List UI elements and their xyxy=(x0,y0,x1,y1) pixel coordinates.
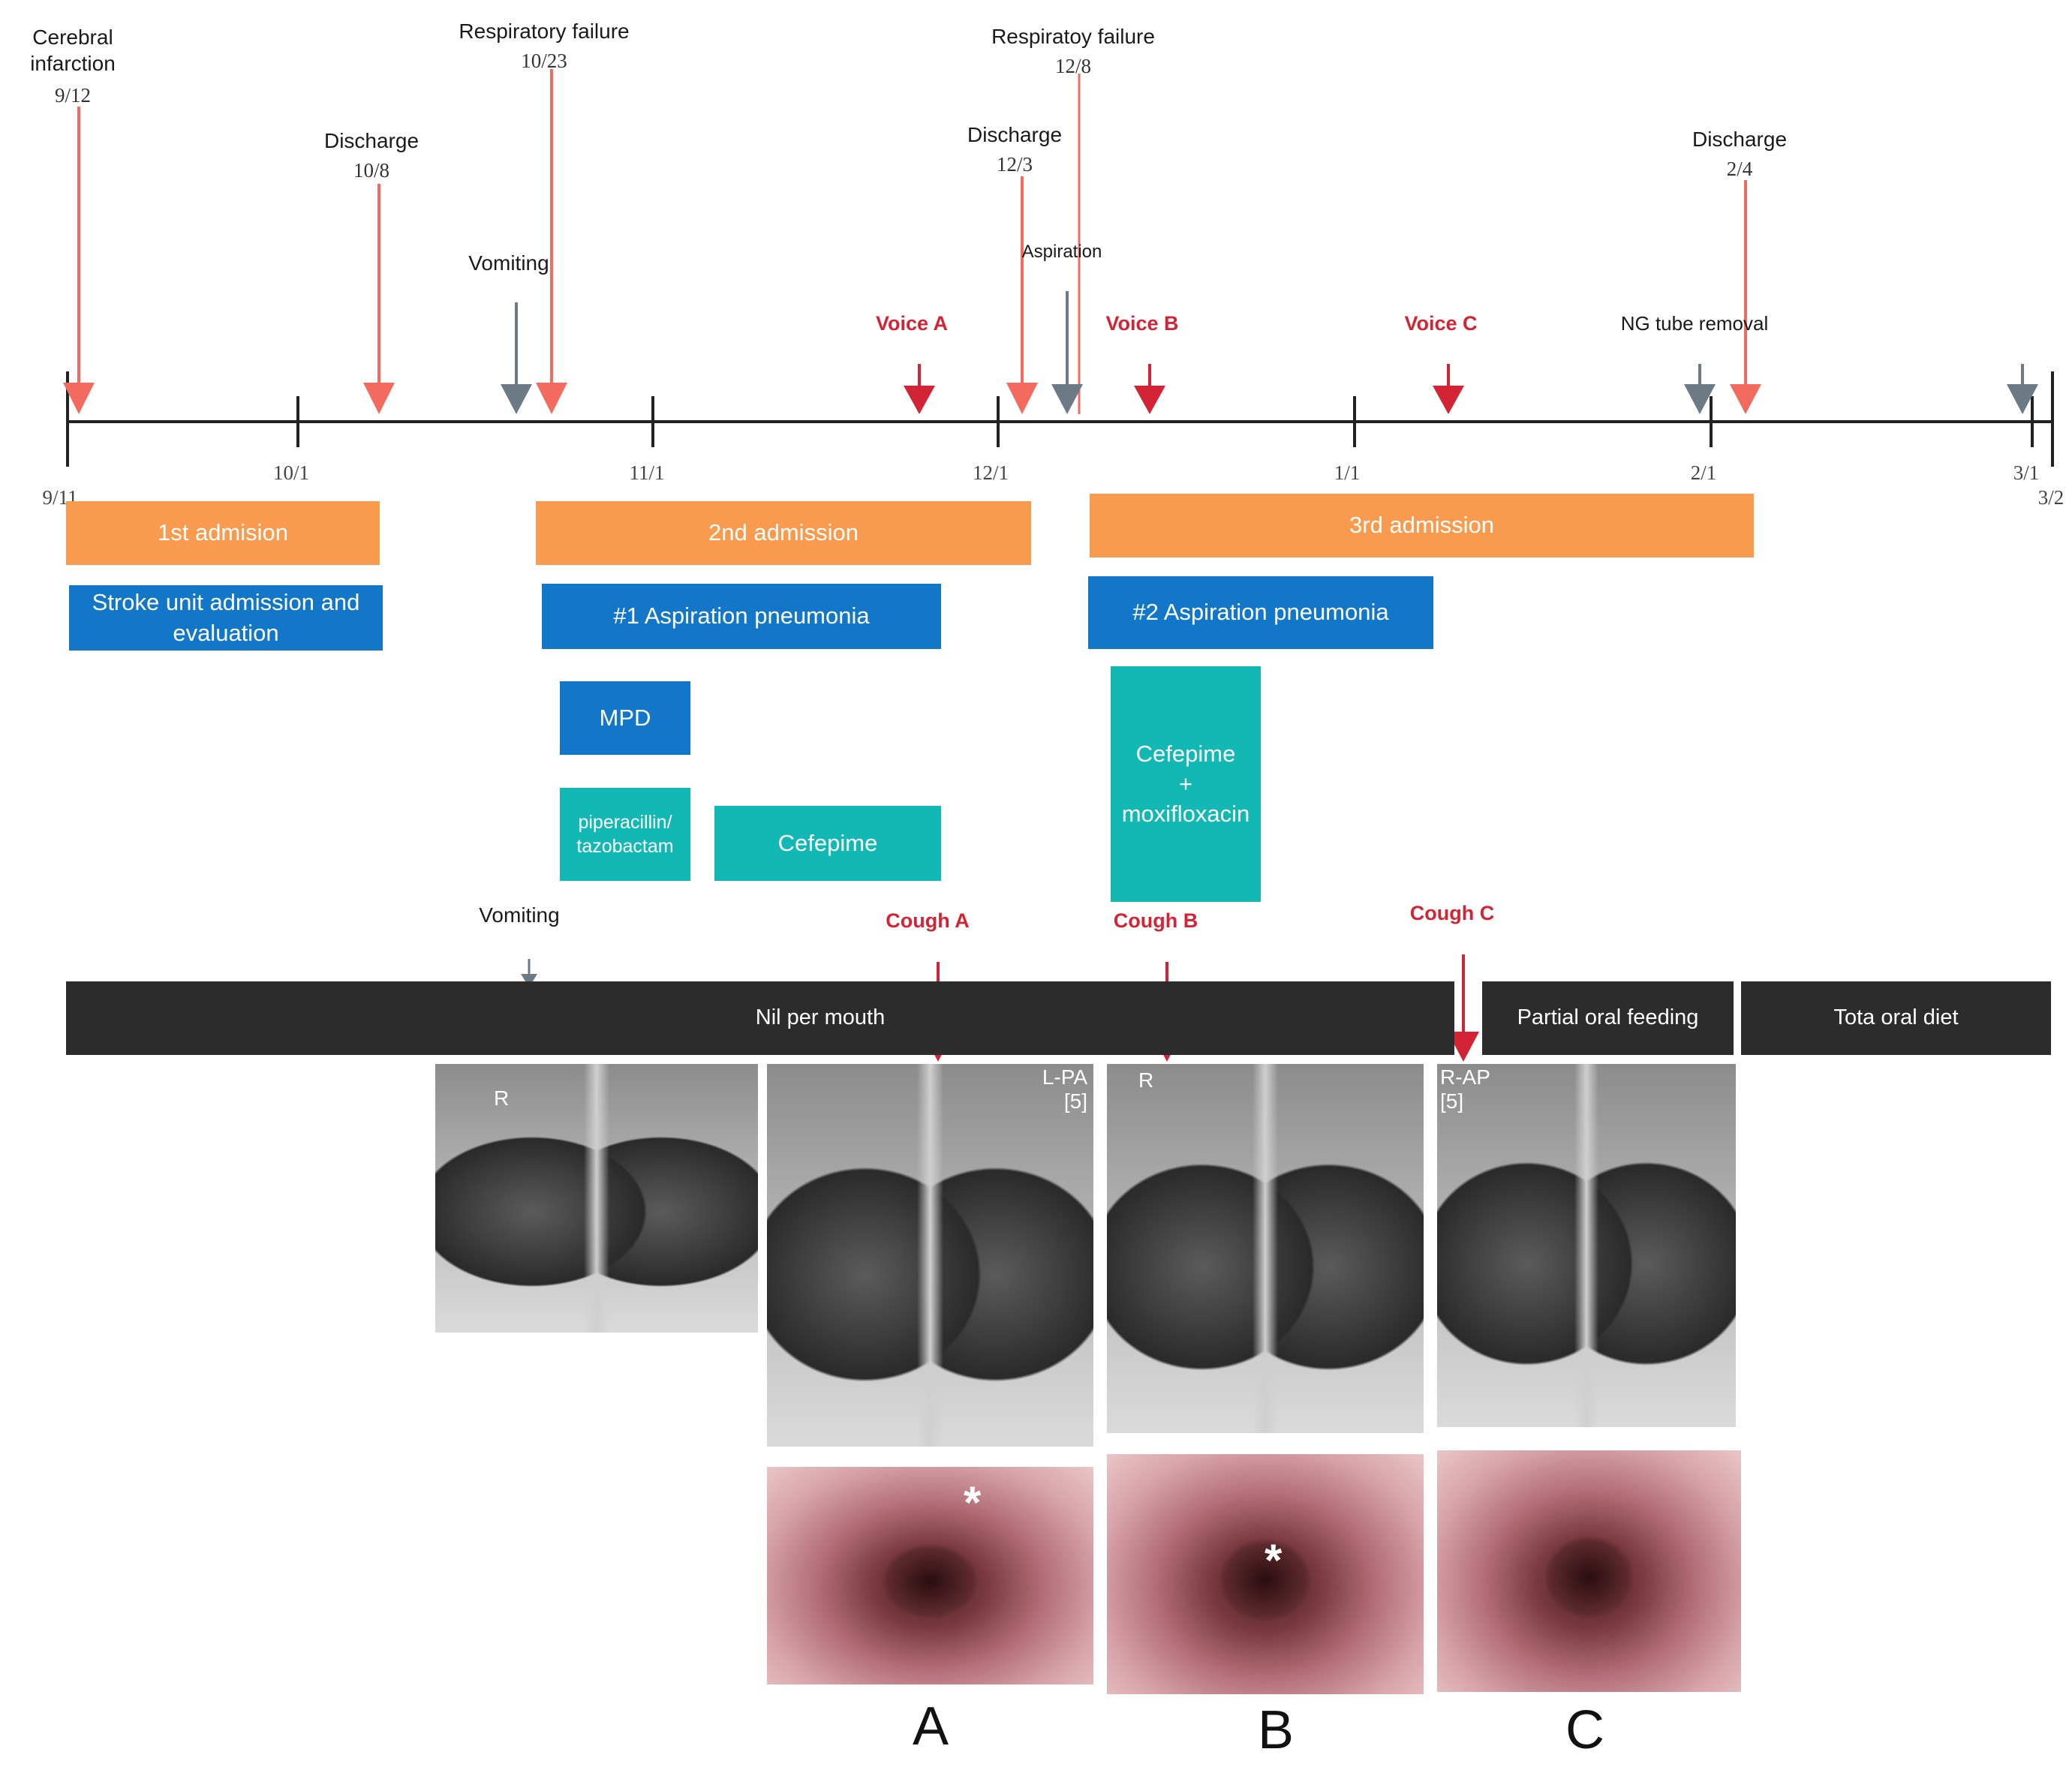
partial-oral-feeding-bar: Partial oral feeding xyxy=(1482,981,1734,1055)
stroke-unit-bar: Stroke unit admission and evaluation xyxy=(69,585,383,651)
chest-xray-a: L-PA [5] xyxy=(767,1064,1093,1447)
asterisk-marker: * xyxy=(964,1477,982,1528)
cough-a-label: Cough A xyxy=(886,909,970,932)
total-oral-diet-bar: Tota oral diet xyxy=(1741,981,2051,1055)
chest-xray-c: R-AP [5] xyxy=(1437,1064,1736,1427)
pneumonia1-bar: #1 Aspiration pneumonia xyxy=(542,584,941,649)
discharge2-date: 12/3 xyxy=(996,153,1033,176)
mpd-bar: MPD xyxy=(560,681,690,755)
discharge3-label: Discharge xyxy=(1692,128,1788,151)
cerebral-infarction-date: 9/12 xyxy=(54,84,92,107)
axis-label: 1/1 xyxy=(1334,461,1361,484)
axis-label: 3/1 xyxy=(2013,461,2040,484)
cough-b-label: Cough B xyxy=(1113,909,1198,932)
axis-label: 10/1 xyxy=(272,461,310,484)
marker-r: R xyxy=(1138,1068,1154,1092)
xray-c-tag: R-AP [5] xyxy=(1440,1065,1490,1113)
respiratory-failure1-date: 10/23 xyxy=(521,50,567,72)
respiratory-failure2-label: Respiratoy failure xyxy=(991,25,1155,48)
cefepime1-bar: Cefepime xyxy=(714,806,941,881)
panel-label-a: A xyxy=(912,1696,949,1756)
asterisk-marker: * xyxy=(1265,1535,1283,1585)
laryngoscopy-b: * xyxy=(1107,1454,1424,1694)
voice-b-label: Voice B xyxy=(1105,312,1179,335)
discharge1-date: 10/8 xyxy=(353,159,390,182)
nil-per-mouth-bar: Nil per mouth xyxy=(66,981,1454,1055)
voice-arrows xyxy=(904,364,1464,414)
voice-c-label: Voice C xyxy=(1404,312,1478,335)
discharge3-date: 2/4 xyxy=(1726,158,1753,180)
pneumonia2-bar: #2 Aspiration pneumonia xyxy=(1088,576,1433,649)
discharge2-label: Discharge xyxy=(967,123,1063,146)
gray-arrows xyxy=(501,291,2038,987)
salmon-arrows xyxy=(63,69,1761,414)
axis-label: 12/1 xyxy=(972,461,1009,484)
chest-xray-baseline: R xyxy=(435,1064,758,1333)
admission2-bar: 2nd admission xyxy=(536,501,1031,565)
axis-label: 11/1 xyxy=(629,461,665,484)
pip-taz-bar: piperacillin/ tazobactam xyxy=(560,788,690,881)
voice-a-label: Voice A xyxy=(875,312,949,335)
chest-xray-b: R xyxy=(1107,1064,1424,1433)
axis-label: 3/2 xyxy=(2037,486,2064,509)
marker-r: R xyxy=(494,1086,510,1110)
respiratory-failure2-date: 12/8 xyxy=(1054,55,1092,77)
laryngoscopy-a: * xyxy=(767,1467,1093,1684)
axis-label: 2/1 xyxy=(1690,461,1717,484)
vomiting2-label: Vomiting xyxy=(479,903,560,927)
cough-c-label: Cough C xyxy=(1409,902,1495,924)
discharge1-label: Discharge xyxy=(323,129,420,152)
vomiting1-label: Vomiting xyxy=(468,251,549,275)
xray-a-tag: L-PA [5] xyxy=(1042,1065,1087,1113)
ng-tube-removal-label: NG tube removal xyxy=(1620,312,1769,335)
laryngoscopy-c xyxy=(1437,1450,1741,1692)
admission3-bar: 3rd admission xyxy=(1090,494,1754,557)
cefepime-moxifloxacin-bar: Cefepime + moxifloxacin xyxy=(1111,666,1261,902)
panel-label-c: C xyxy=(1565,1700,1604,1760)
cerebral-infarction-label: Cerebral infarction xyxy=(30,26,116,75)
aspiration-label: Aspiration xyxy=(1021,242,1102,262)
admission1-bar: 1st admision xyxy=(66,501,380,565)
panel-label-b: B xyxy=(1257,1700,1295,1760)
respiratory-failure1-label: Respiratory failure xyxy=(459,20,630,43)
